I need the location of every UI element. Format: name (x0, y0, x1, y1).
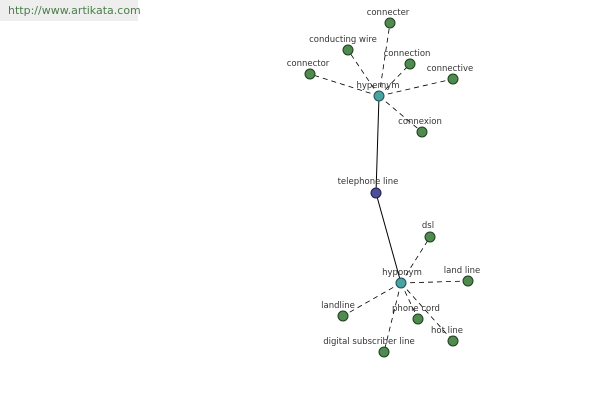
label-connexion[interactable]: connexion (398, 117, 442, 127)
node-connective[interactable] (447, 73, 459, 85)
edge-hyponym-hot-line (400, 282, 454, 342)
node-hot-line[interactable] (447, 335, 459, 347)
label-land-line[interactable]: land line (444, 266, 480, 276)
node-landline[interactable] (337, 310, 349, 322)
label-telephone-line[interactable]: telephone line (338, 177, 399, 187)
edge-hyponym-landline (342, 282, 402, 317)
node-digital-subscriber-line[interactable] (378, 346, 390, 358)
label-dsl[interactable]: dsl (422, 221, 434, 231)
label-digital-subscriber-line[interactable]: digital subscriber line (323, 337, 414, 347)
label-phone-cord[interactable]: phone cord (392, 304, 440, 314)
source-link[interactable]: http://www.artikata.com (8, 4, 141, 17)
labels-layer: telephone line hypernym hyponym connecter co… (287, 8, 481, 347)
edge-hyponym-phone-cord (400, 282, 419, 320)
edge-center-hypernym (375, 95, 380, 194)
label-hot-line[interactable]: hot line (431, 326, 463, 336)
label-landline[interactable]: landline (321, 301, 355, 311)
node-connector[interactable] (304, 68, 316, 80)
node-connecter[interactable] (384, 17, 396, 29)
edge-hypernym-conducting-wire (347, 49, 380, 97)
node-conducting-wire[interactable] (342, 44, 354, 56)
source-bar: http://www.artikata.com (0, 0, 141, 21)
edge-hyponym-land-line (400, 280, 469, 284)
node-hyponym[interactable] (395, 277, 407, 289)
node-phone-cord[interactable] (412, 313, 424, 325)
node-dsl[interactable] (424, 231, 436, 243)
nodes-layer (304, 17, 474, 358)
node-hypernym[interactable] (373, 90, 385, 102)
label-connective[interactable]: connective (427, 64, 474, 74)
label-connector[interactable]: connector (287, 59, 330, 69)
edge-hypernym-connector (309, 73, 380, 97)
label-hyponym[interactable]: hyponym (382, 268, 422, 278)
edge-hypernym-connection (378, 63, 411, 97)
label-conducting-wire[interactable]: conducting wire (309, 35, 377, 45)
edge-center-hyponym (375, 192, 402, 284)
label-connection[interactable]: connection (384, 49, 431, 59)
edge-hypernym-connexion (378, 95, 423, 133)
label-hypernym[interactable]: hypernym (356, 81, 399, 91)
node-connexion[interactable] (416, 126, 428, 138)
edge-hyponym-dsl (400, 236, 431, 284)
edge-hypernym-connecter (378, 22, 391, 97)
edge-hypernym-connective (378, 78, 454, 97)
node-connection[interactable] (404, 58, 416, 70)
edges-layer (309, 22, 469, 353)
node-telephone-line[interactable] (370, 187, 382, 199)
label-connecter[interactable]: connecter (367, 8, 410, 18)
edge-hyponym-digital-subscriber-line (383, 282, 402, 353)
node-land-line[interactable] (462, 275, 474, 287)
